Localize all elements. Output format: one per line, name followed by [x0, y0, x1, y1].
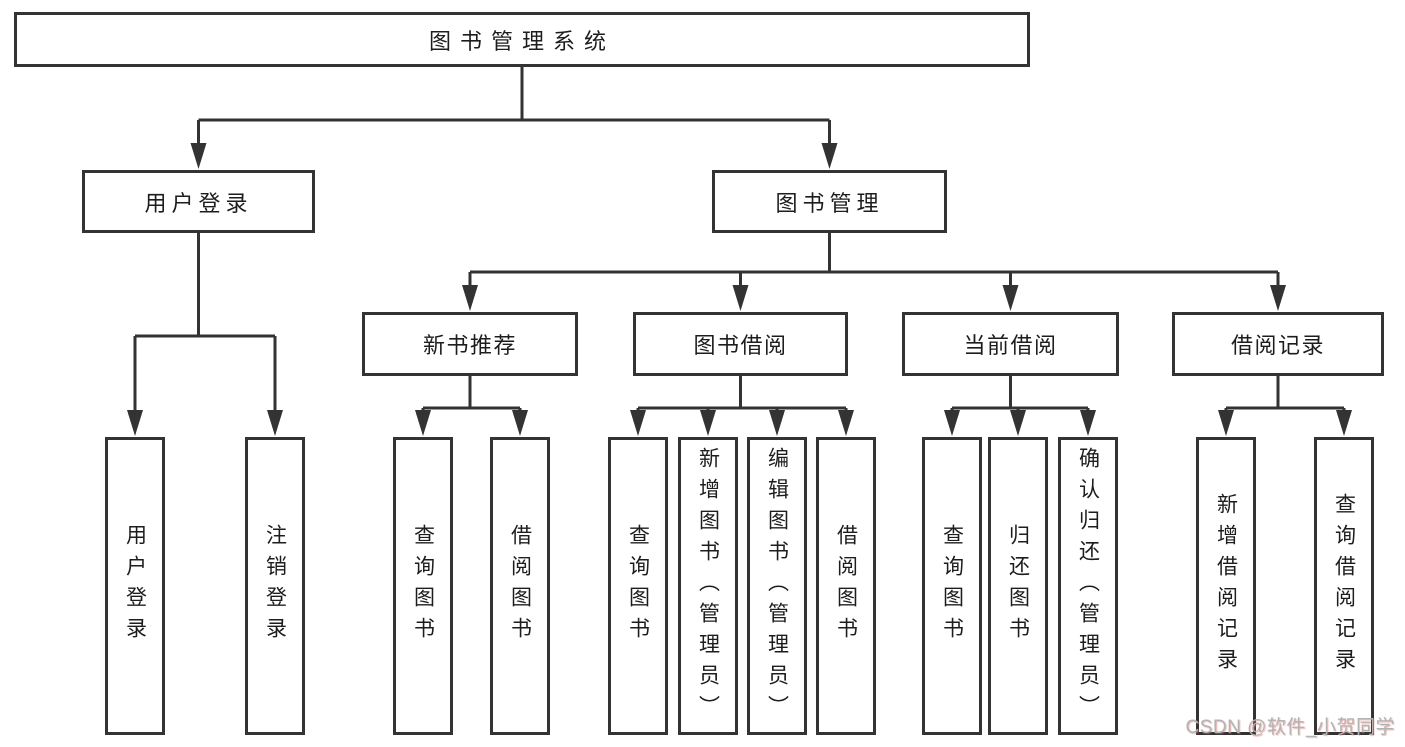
- leaf-edit-book-admin: 编辑图书（管理员）: [747, 437, 807, 735]
- leaf-borrow-books: 借阅图书: [816, 437, 876, 735]
- tree-edges: [133, 66, 1346, 413]
- node-book-management: 图书管理: [712, 170, 947, 233]
- node-label: 图书管理系统: [428, 28, 615, 54]
- node-label: 图书借阅: [693, 333, 788, 358]
- leaf-label: 新增图书（管理员）: [696, 446, 720, 726]
- node-borrowing-records: 借阅记录: [1172, 312, 1384, 376]
- leaf-add-book-admin: 新增图书（管理员）: [678, 437, 738, 735]
- leaf-query-books-borrow: 查询图书: [608, 437, 668, 735]
- leaf-label: 确认归还（管理员）: [1076, 446, 1100, 726]
- node-library-management-system: 图书管理系统: [14, 12, 1030, 67]
- leaf-label: 用户登录: [123, 524, 147, 648]
- leaf-label: 查询图书: [940, 524, 964, 648]
- leaf-label: 借阅图书: [508, 524, 532, 648]
- csdn-watermark: CSDN @软件_小贺同学: [1185, 717, 1395, 738]
- leaf-label: 编辑图书（管理员）: [765, 446, 789, 726]
- node-book-borrowing: 图书借阅: [633, 312, 848, 376]
- leaf-add-borrow-record: 新增借阅记录: [1196, 437, 1256, 735]
- node-label: 图书管理: [775, 190, 884, 216]
- node-label: 用户登录: [144, 190, 253, 216]
- leaf-query-books-current: 查询图书: [922, 437, 982, 735]
- node-label: 借阅记录: [1230, 333, 1325, 358]
- leaf-query-borrow-record: 查询借阅记录: [1314, 437, 1374, 735]
- node-current-borrowing: 当前借阅: [902, 312, 1119, 376]
- leaf-borrow-books-recommend: 借阅图书: [490, 437, 550, 735]
- leaf-label: 查询借阅记录: [1332, 493, 1356, 679]
- leaf-label: 借阅图书: [834, 524, 858, 648]
- leaf-label: 归还图书: [1006, 524, 1030, 648]
- leaf-label: 新增借阅记录: [1214, 493, 1238, 679]
- leaf-label: 查询图书: [411, 524, 435, 648]
- leaf-label: 查询图书: [626, 524, 650, 648]
- node-new-book-recommendation: 新书推荐: [362, 312, 578, 376]
- node-user-login: 用户登录: [82, 170, 315, 233]
- leaf-user-login: 用户登录: [105, 437, 165, 735]
- leaf-query-books-recommend: 查询图书: [393, 437, 453, 735]
- arrowhead-icons: [127, 143, 1352, 436]
- leaf-return-book: 归还图书: [988, 437, 1048, 735]
- node-label: 当前借阅: [963, 333, 1058, 358]
- leaf-confirm-return-admin: 确认归还（管理员）: [1058, 437, 1118, 735]
- leaf-logout: 注销登录: [245, 437, 305, 735]
- node-label: 新书推荐: [422, 333, 517, 358]
- leaf-label: 注销登录: [263, 524, 287, 648]
